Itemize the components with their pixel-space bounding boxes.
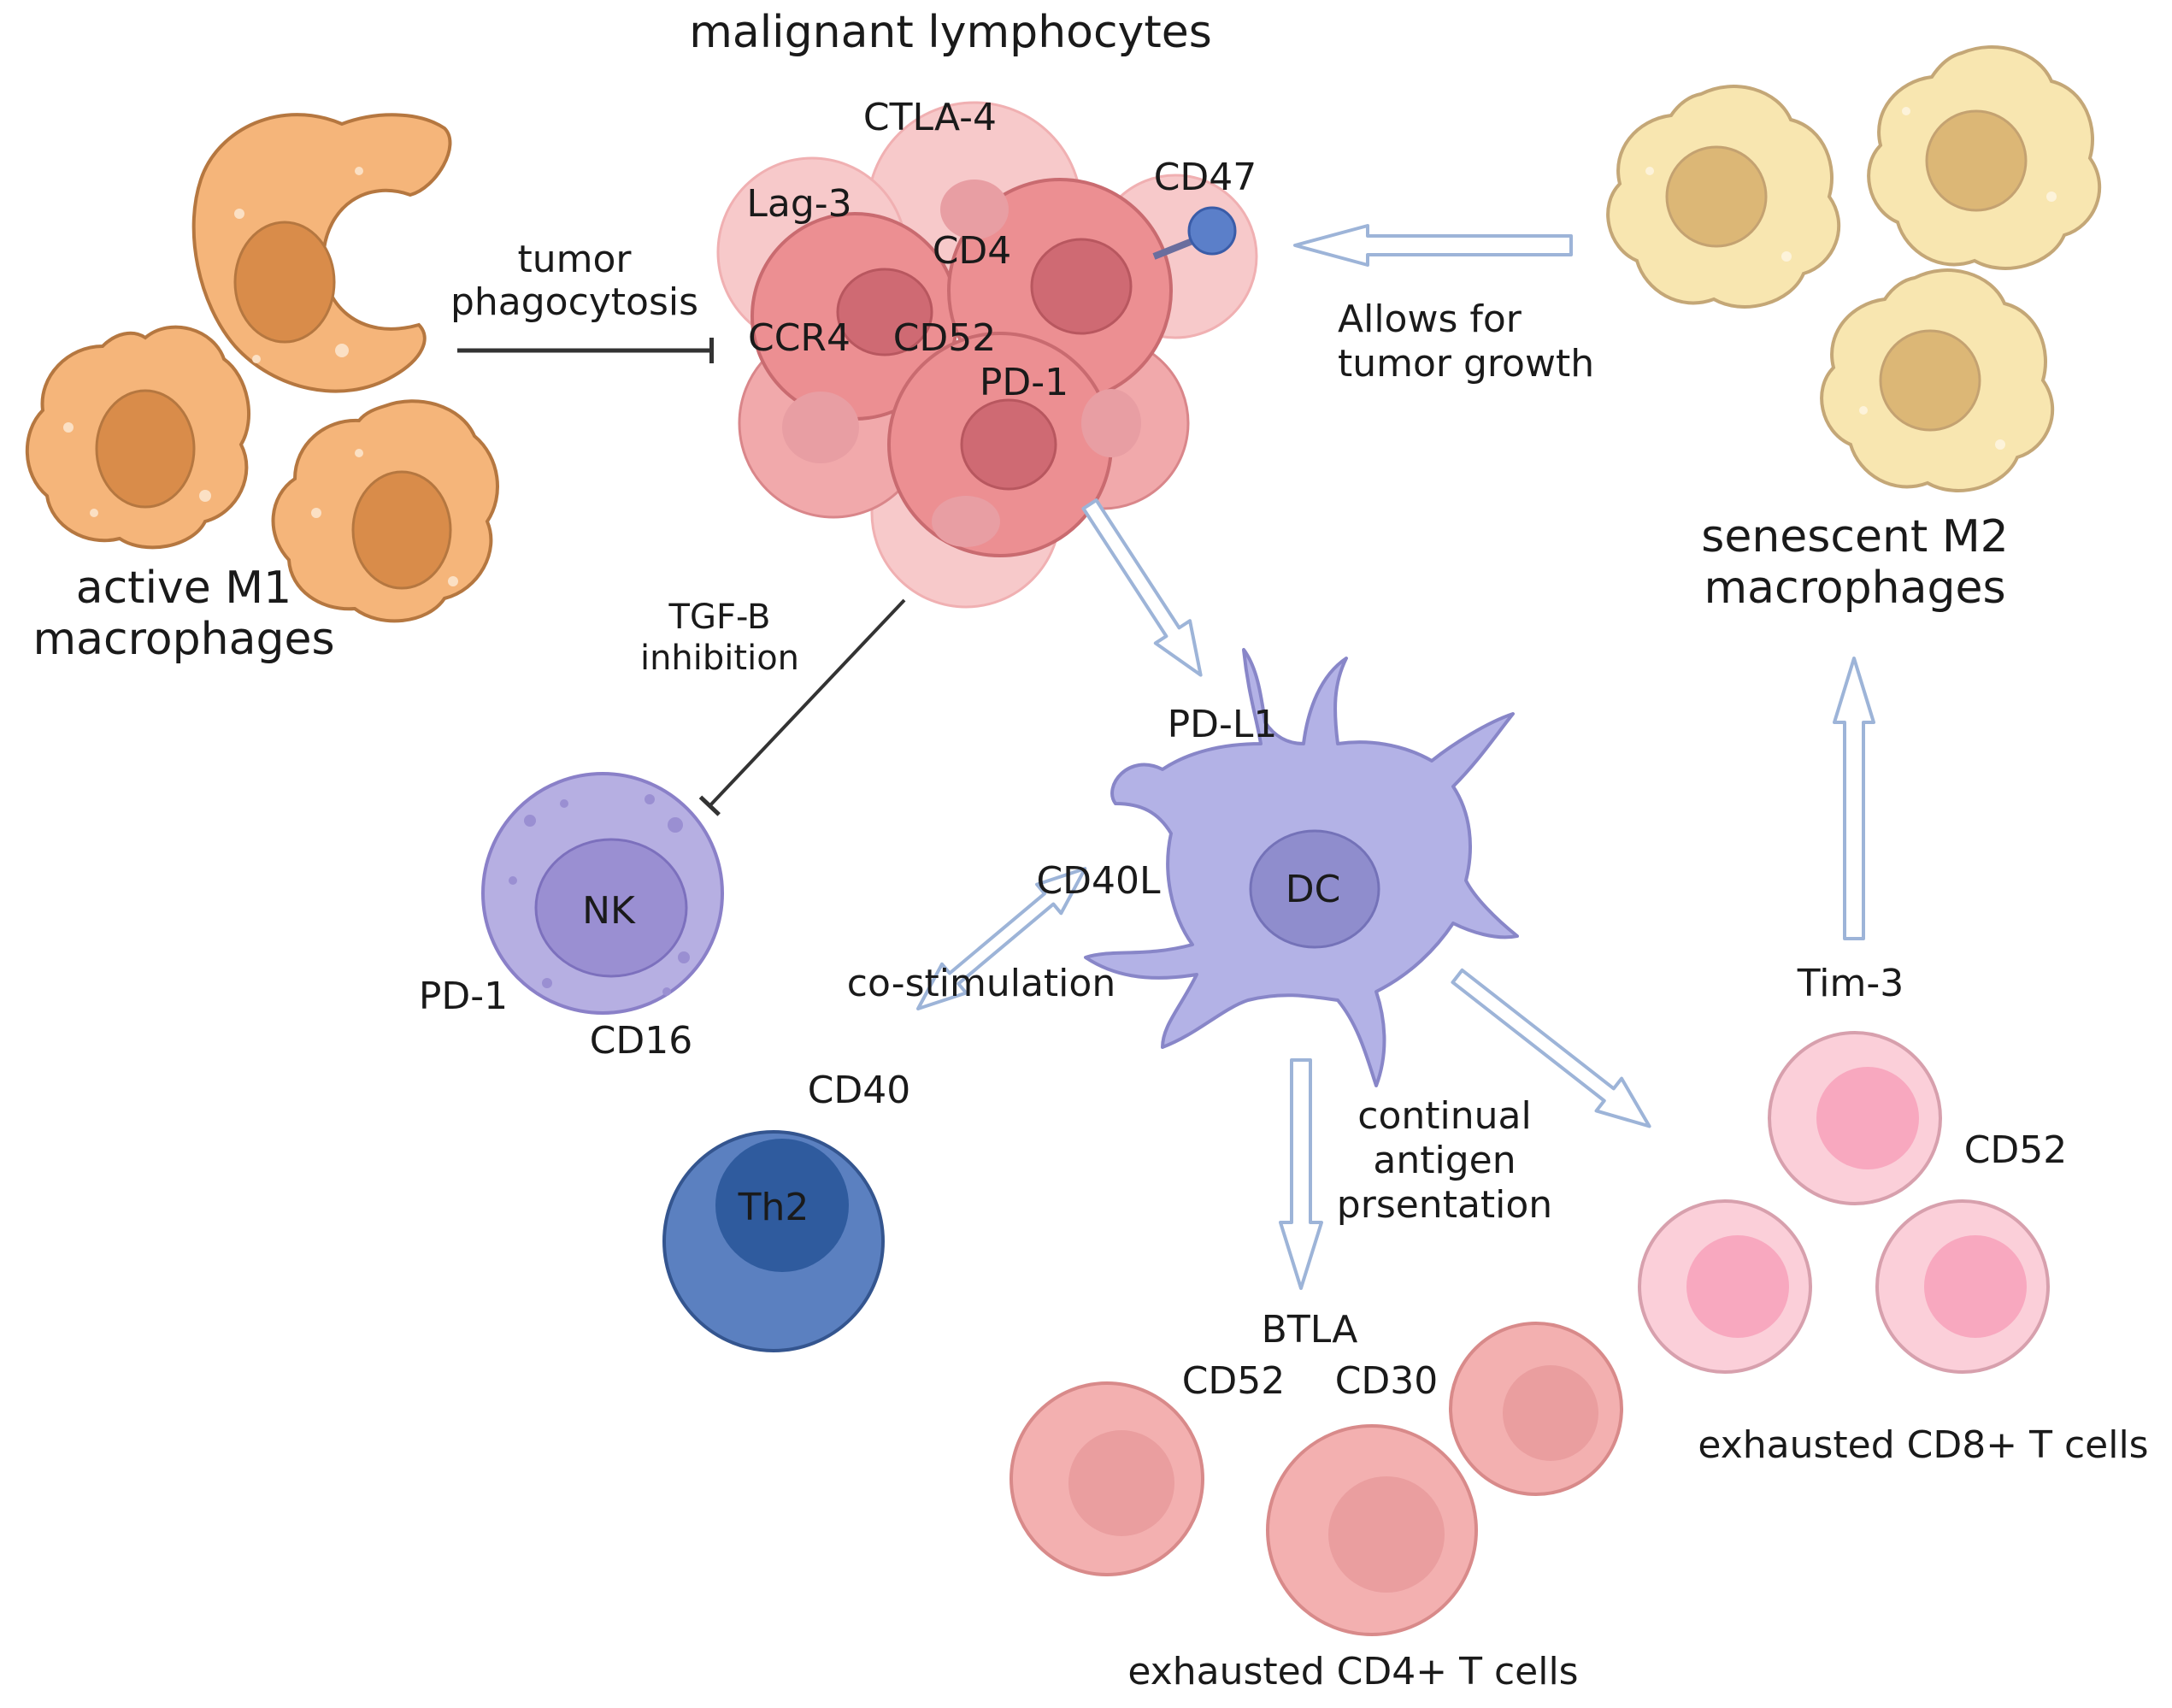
arrow-dc-to-cd8 <box>1451 968 1651 1128</box>
nk-marker-pd1: PD-1 <box>419 975 508 1018</box>
m1-macrophage-right <box>271 399 499 623</box>
marker-cd4: CD4 <box>933 229 1012 273</box>
edge-antigen-line1: continual <box>1357 1094 1531 1138</box>
nk-cell <box>481 772 724 1015</box>
nk-marker-cd16: CD16 <box>590 1019 693 1063</box>
marker-ctla4: CTLA-4 <box>863 96 997 139</box>
marker-lag3: Lag-3 <box>746 182 851 226</box>
arrow-co-stimulation <box>916 867 1087 1010</box>
m2-label-line2: macrophages <box>1704 562 2005 614</box>
edge-antigen-line2: antigen <box>1373 1139 1516 1182</box>
edge-tgfb-line1: TGF-B <box>668 598 771 637</box>
tgfb-inhibit-line <box>698 598 906 816</box>
m1-macrophage-group <box>25 113 499 623</box>
nk-label: NK <box>582 889 636 933</box>
edge-phagocytosis-line1: tumor <box>517 238 632 281</box>
edge-co-stimulation: co-stimulation <box>847 962 1115 1005</box>
th2-cell <box>662 1130 885 1352</box>
dc-marker-cd40l: CD40L <box>1036 859 1161 903</box>
edge-tgfb-line2: inhibition <box>640 639 799 678</box>
m1-label-line1: active M1 <box>76 562 292 614</box>
m1-macrophage-crescent <box>191 113 452 393</box>
marker-pd1-tumor: PD-1 <box>980 361 1068 404</box>
arrow-dc-to-cd4 <box>1279 1058 1323 1290</box>
dc-label: DC <box>1286 868 1341 911</box>
dendritic-cell <box>1084 648 1519 1087</box>
cd8-t-cell-group <box>1638 1031 2050 1374</box>
arrow-m2-to-tumor <box>1293 224 1573 267</box>
m1-macrophage-left <box>25 325 251 550</box>
cd4-marker-cd30: CD30 <box>1335 1359 1439 1403</box>
marker-cd52: CD52 <box>893 316 997 360</box>
edge-growth-line2: tumor growth <box>1338 342 1594 386</box>
cd4-t-cell-group <box>1009 1322 1623 1636</box>
dc-marker-pdl1: PD-L1 <box>1168 703 1278 746</box>
arrow-tumor-to-dc <box>1081 498 1203 677</box>
cd4-marker-cd52: CD52 <box>1182 1359 1286 1403</box>
tumor-cluster <box>716 101 1258 609</box>
page-title: malignant lymphocytes <box>689 7 1212 58</box>
marker-ccr4: CCR4 <box>748 316 851 360</box>
th2-label: Th2 <box>738 1186 809 1229</box>
cd8-marker-tim3: Tim-3 <box>1797 962 1904 1005</box>
edge-antigen-line3: prsentation <box>1337 1183 1552 1227</box>
cd4-marker-btla: BTLA <box>1262 1308 1358 1352</box>
cd8-marker-cd52: CD52 <box>1964 1128 2068 1172</box>
marker-cd47: CD47 <box>1154 156 1257 199</box>
edge-phagocytosis-line2: phagocytosis <box>450 280 698 324</box>
cd8-label: exhausted CD8+ T cells <box>1698 1423 2148 1467</box>
th2-marker-cd40: CD40 <box>808 1069 911 1112</box>
m2-label-line1: senescent M2 <box>1701 511 2009 562</box>
cd4-label: exhausted CD4+ T cells <box>1127 1650 1578 1693</box>
m2-macrophage-group <box>1606 45 2102 492</box>
arrow-cd8-to-m2 <box>1833 657 1875 940</box>
cd47-receptor <box>1187 206 1237 256</box>
m1-label-line2: macrophages <box>32 614 334 665</box>
edge-growth-line1: Allows for <box>1338 297 1522 341</box>
